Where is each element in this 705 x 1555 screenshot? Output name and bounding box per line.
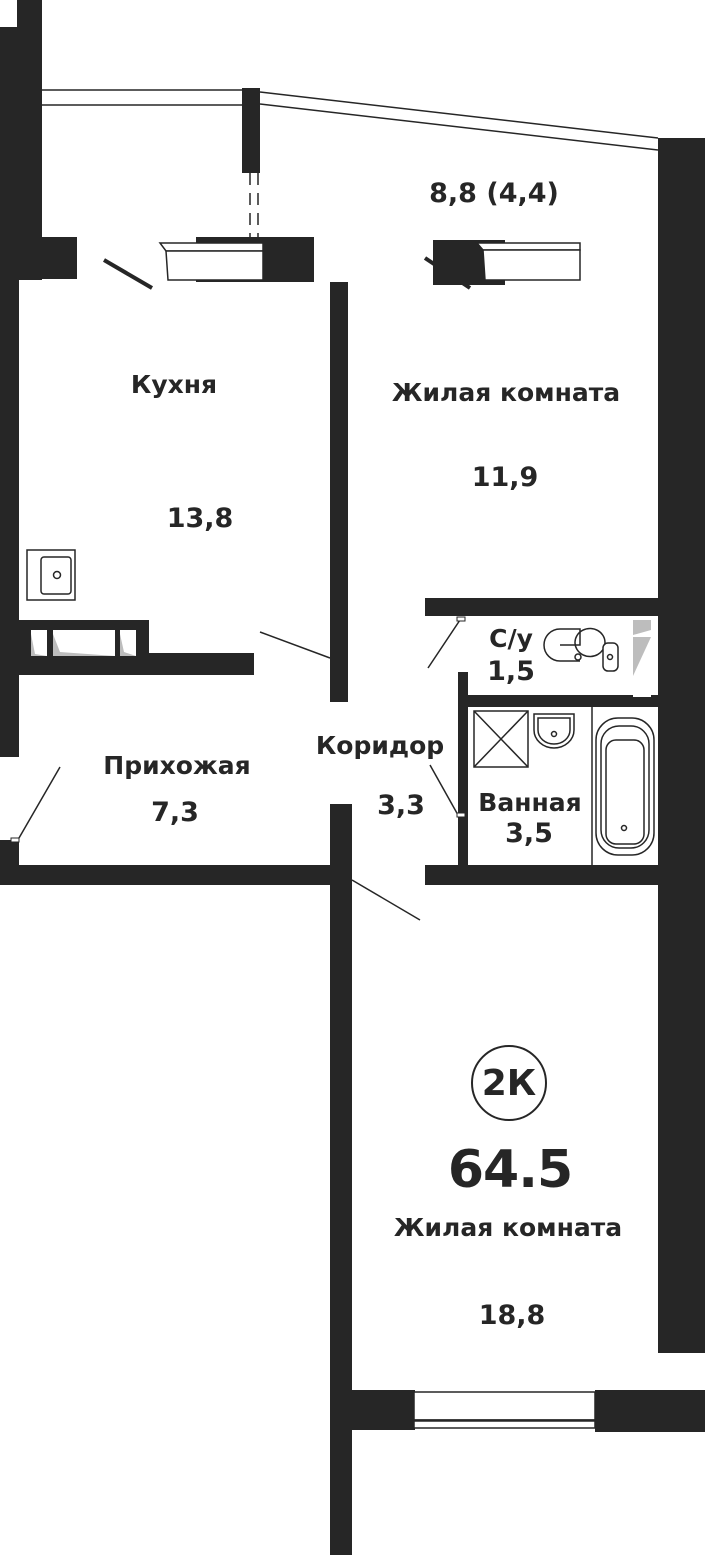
living-room-2-area: 18,8: [478, 1300, 546, 1331]
living-room-2-name: Жилая комната: [393, 1213, 623, 1242]
bathroom-name: Ванная: [478, 788, 582, 817]
kitchen-name: Кухня: [130, 370, 218, 399]
corridor-area: 3,3: [377, 790, 425, 821]
corridor-name: Коридор: [315, 731, 445, 760]
balcony-doors: [102, 242, 581, 290]
toilet-name: С/у: [489, 624, 533, 653]
balcony-area: 8,8 (4,4): [429, 178, 559, 209]
toilet-fixture: [543, 627, 619, 672]
kitchen-stove: [26, 549, 76, 601]
bathroom-area: 3,5: [505, 818, 553, 849]
sink: [533, 713, 575, 749]
kitchen-area: 13,8: [166, 503, 234, 534]
total-area: 64.5: [447, 1140, 573, 1200]
living-room-1-name: Жилая комната: [391, 378, 621, 407]
shower-tray: [473, 710, 529, 768]
toilet-cabinet: [633, 620, 651, 697]
kitchen-cabinets: [31, 630, 136, 656]
door-posts: [10, 616, 466, 843]
balcony-glazing: [42, 89, 659, 237]
hallway-area: 7,3: [151, 797, 199, 828]
hallway-name: Прихожая: [103, 751, 251, 780]
toilet-area: 1,5: [487, 656, 535, 687]
bottom-window: [413, 1391, 596, 1429]
living-room-1-area: 11,9: [471, 462, 539, 493]
apartment-type-badge: 2К: [471, 1045, 547, 1121]
door-swings: [18, 619, 461, 921]
bathtub: [591, 707, 655, 865]
